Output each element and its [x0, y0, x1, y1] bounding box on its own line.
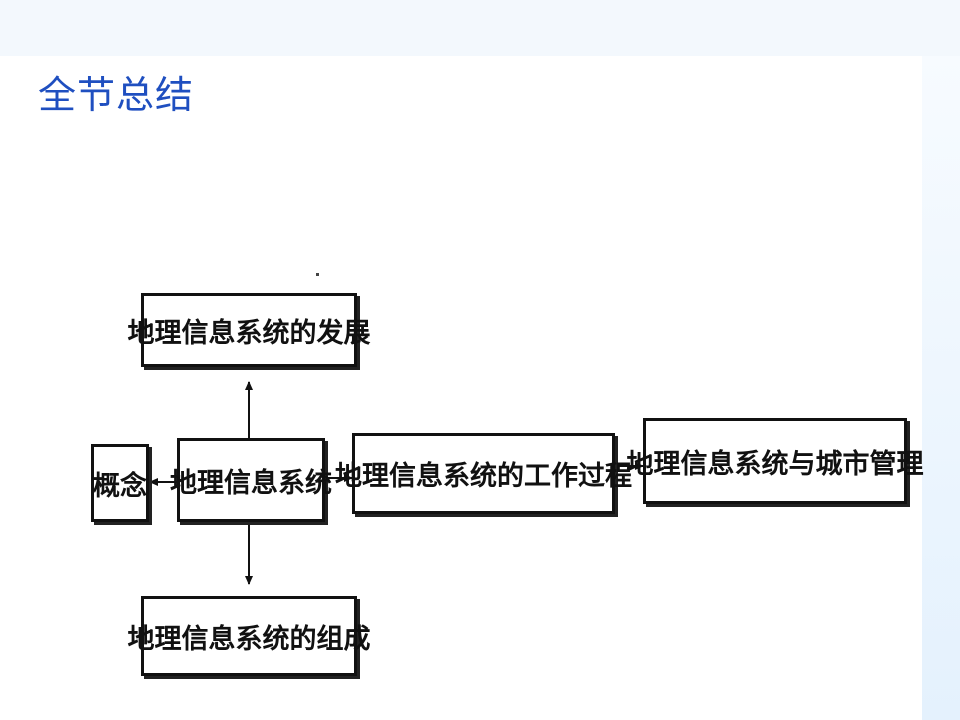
slide-title: 全节总结 — [38, 73, 195, 117]
box-concept: 概念 — [91, 444, 149, 522]
box-composition: 地理信息系统的组成 — [128, 596, 371, 676]
top-band — [0, 0, 960, 56]
box-center: 地理信息系统 — [170, 438, 332, 522]
right-decor-band — [922, 56, 960, 720]
stray-dot — [316, 273, 319, 276]
box-development: 地理信息系统的发展 — [128, 293, 371, 367]
box-work-process: 地理信息系统的工作过程 — [335, 433, 632, 514]
box-city-management: 地理信息系统与城市管理 — [627, 418, 924, 504]
